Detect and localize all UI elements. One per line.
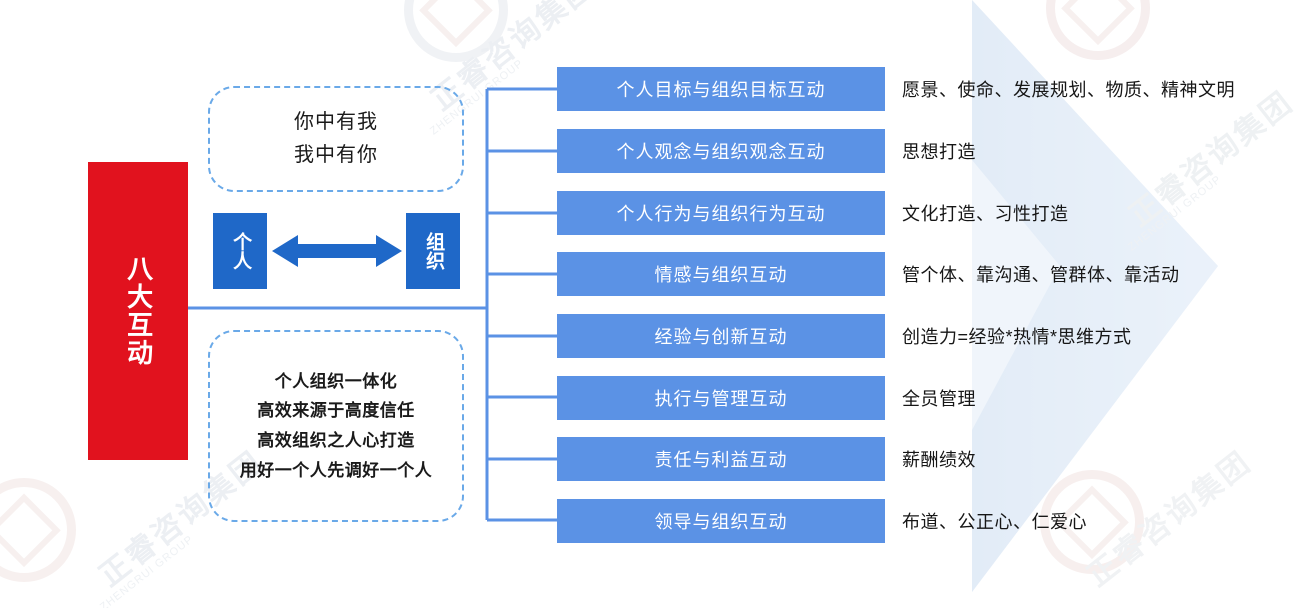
interaction-row: 个人行为与组织行为互动 文化打造、习性打造 xyxy=(557,191,1300,235)
interaction-box: 经验与创新互动 xyxy=(557,314,885,358)
interaction-row: 经验与创新互动 创造力=经验*热情*思维方式 xyxy=(557,314,1300,358)
interaction-description: 布道、公正心、仁爱心 xyxy=(902,512,1087,532)
interaction-box: 领导与组织互动 xyxy=(557,499,885,543)
main-title-text: 八大互动 xyxy=(123,255,154,367)
interaction-description: 愿景、使命、发展规划、物质、精神文明 xyxy=(902,80,1235,100)
main-title-block: 八大互动 xyxy=(88,162,188,460)
interaction-box: 个人目标与组织目标互动 xyxy=(557,67,885,111)
interaction-label: 个人行为与组织行为互动 xyxy=(616,204,826,224)
concept-bottom-line-2: 高效来源于高度信任 xyxy=(257,401,415,421)
person-label: 个人 xyxy=(230,232,252,270)
interaction-box: 个人行为与组织行为互动 xyxy=(557,191,885,235)
concept-box-bottom: 个人组织一体化 高效来源于高度信任 高效组织之人心打造 用好一个人先调好一个人 xyxy=(208,330,464,522)
organization-label: 组织 xyxy=(423,232,445,270)
interaction-row: 个人目标与组织目标互动 愿景、使命、发展规划、物质、精神文明 xyxy=(557,67,1300,111)
interaction-box: 个人观念与组织观念互动 xyxy=(557,129,885,173)
interaction-label: 个人目标与组织目标互动 xyxy=(616,80,826,100)
person-box: 个人 xyxy=(213,213,267,289)
interaction-description: 文化打造、习性打造 xyxy=(902,204,1069,224)
interaction-description: 全员管理 xyxy=(902,389,976,409)
interaction-box: 情感与组织互动 xyxy=(557,252,885,296)
interaction-label: 情感与组织互动 xyxy=(654,265,788,285)
organization-box: 组织 xyxy=(406,213,460,289)
concept-top-line-2: 我中有你 xyxy=(294,144,378,166)
interaction-description: 管个体、靠沟通、管群体、靠活动 xyxy=(902,265,1180,285)
interaction-row: 领导与组织互动 布道、公正心、仁爱心 xyxy=(557,499,1300,543)
interaction-label: 个人观念与组织观念互动 xyxy=(616,142,826,162)
concept-bottom-line-1: 个人组织一体化 xyxy=(274,371,398,391)
interaction-row: 责任与利益互动 薪酬绩效 xyxy=(557,437,1300,481)
concept-bottom-line-4: 用好一个人先调好一个人 xyxy=(239,460,433,480)
concept-bottom-line-3: 高效组织之人心打造 xyxy=(257,431,415,450)
double-arrow-horizontal-icon xyxy=(272,235,402,267)
concept-top-line-1: 你中有我 xyxy=(294,111,378,133)
interaction-row: 个人观念与组织观念互动 思想打造 xyxy=(557,129,1300,173)
interaction-row: 情感与组织互动 管个体、靠沟通、管群体、靠活动 xyxy=(557,252,1300,296)
interaction-description: 创造力=经验*热情*思维方式 xyxy=(902,327,1132,347)
interaction-description: 薪酬绩效 xyxy=(902,450,976,470)
interaction-description: 思想打造 xyxy=(902,142,976,162)
interaction-box: 责任与利益互动 xyxy=(557,437,885,481)
interaction-label: 领导与组织互动 xyxy=(654,512,788,532)
interaction-row: 执行与管理互动 全员管理 xyxy=(557,376,1300,420)
interaction-box: 执行与管理互动 xyxy=(557,376,885,420)
interaction-label: 执行与管理互动 xyxy=(654,389,788,409)
interaction-label: 经验与创新互动 xyxy=(654,327,788,347)
interaction-label: 责任与利益互动 xyxy=(654,450,788,470)
concept-box-top: 你中有我 我中有你 xyxy=(208,86,464,192)
